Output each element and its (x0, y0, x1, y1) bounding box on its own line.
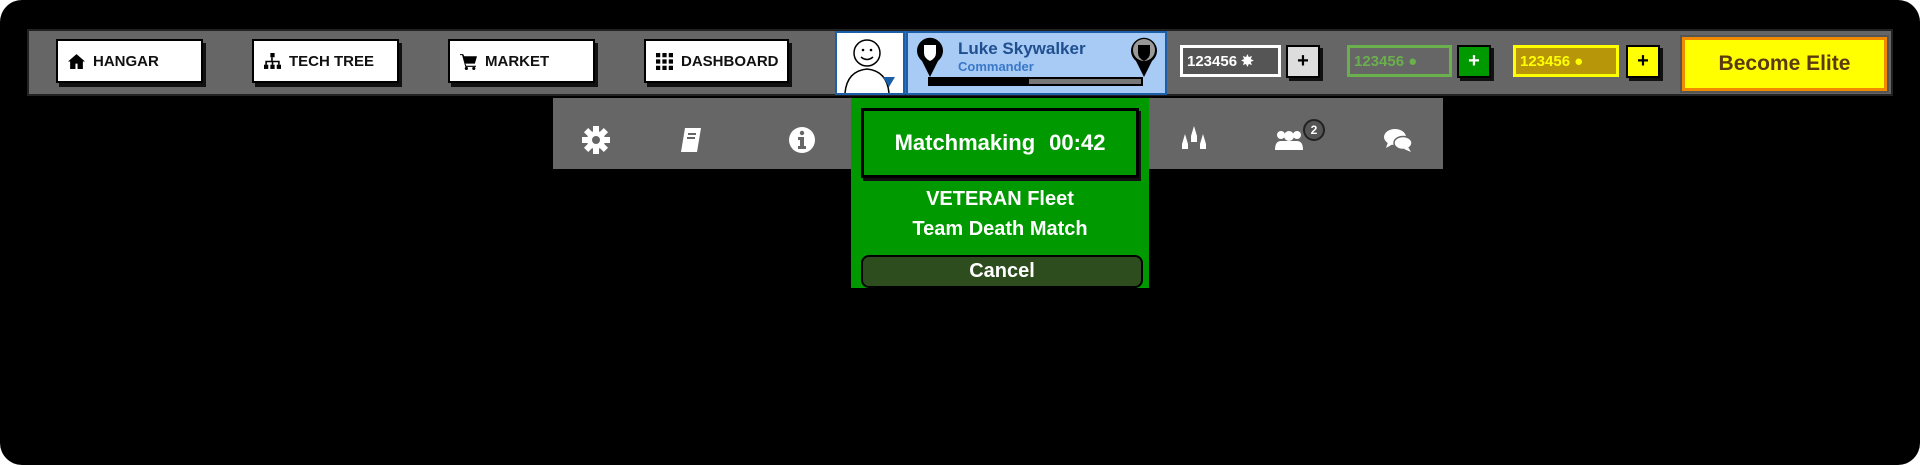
green-value: 123456 (1354, 52, 1405, 70)
plus-icon: + (1637, 50, 1649, 72)
matchmaking-label: Matchmaking (894, 130, 1036, 155)
stars-currency: 123456✸ (1180, 45, 1281, 77)
nav-label: TECH TREE (289, 52, 375, 70)
gold-currency: 123456● (1513, 45, 1619, 77)
player-name: Luke Skywalker (958, 39, 1086, 58)
game-mode: Team Death Match (912, 218, 1088, 240)
nav-market-button[interactable]: MARKET (448, 39, 595, 83)
cancel-matchmaking-button[interactable]: Cancel (861, 255, 1143, 288)
add-stars-button[interactable]: + (1286, 45, 1320, 78)
nav-dashboard-button[interactable]: DASHBOARD (644, 39, 789, 83)
fleet-ships-icon[interactable] (1178, 124, 1210, 156)
grid-icon (656, 52, 673, 70)
gear-icon[interactable] (580, 124, 612, 156)
stars-value: 123456 (1187, 52, 1238, 70)
gold-value: 123456 (1520, 52, 1571, 70)
rank-shield-icon (917, 37, 943, 77)
plus-icon: + (1297, 50, 1309, 72)
elite-label: Become Elite (1718, 52, 1851, 75)
cart-icon (460, 53, 477, 70)
next-rank-shield-icon (1131, 37, 1157, 77)
home-icon (68, 53, 85, 69)
cancel-label: Cancel (969, 260, 1035, 282)
plus-icon: + (1468, 50, 1480, 72)
player-rank: Commander (958, 59, 1034, 74)
green-currency: 123456● (1347, 45, 1452, 77)
add-gold-button[interactable]: + (1626, 45, 1660, 78)
matchmaking-timer: 00:42 (1049, 130, 1106, 155)
chat-icon[interactable] (1382, 124, 1414, 156)
fleet-type: VETERAN Fleet (926, 188, 1074, 210)
avatar[interactable] (835, 31, 905, 95)
friends-badge: 2 (1303, 119, 1325, 141)
profile-panel[interactable]: Luke Skywalker Commander (906, 31, 1167, 95)
nav-hangar-button[interactable]: HANGAR (56, 39, 203, 83)
badge-count: 2 (1310, 123, 1318, 137)
book-icon[interactable] (676, 124, 708, 156)
friends-icon[interactable] (1273, 124, 1305, 156)
sitemap-icon (264, 52, 281, 69)
nav-label: MARKET (485, 52, 550, 70)
become-elite-button[interactable]: Become Elite (1680, 35, 1889, 93)
gold-coin-icon: ● (1574, 52, 1584, 70)
matchmaking-status: Matchmaking 00:42 (861, 108, 1139, 178)
dropdown-caret-icon (883, 77, 895, 87)
user-avatar-icon (844, 39, 895, 94)
green-coin-icon: ● (1408, 52, 1418, 70)
nav-label: HANGAR (93, 52, 159, 70)
xp-progress-fill (930, 79, 1030, 84)
nav-tech-tree-button[interactable]: TECH TREE (252, 39, 399, 83)
add-green-button[interactable]: + (1457, 45, 1491, 78)
xp-progress-bar (928, 77, 1143, 86)
star-icon: ✸ (1241, 53, 1254, 70)
info-icon[interactable] (786, 124, 818, 156)
nav-label: DASHBOARD (681, 52, 779, 70)
